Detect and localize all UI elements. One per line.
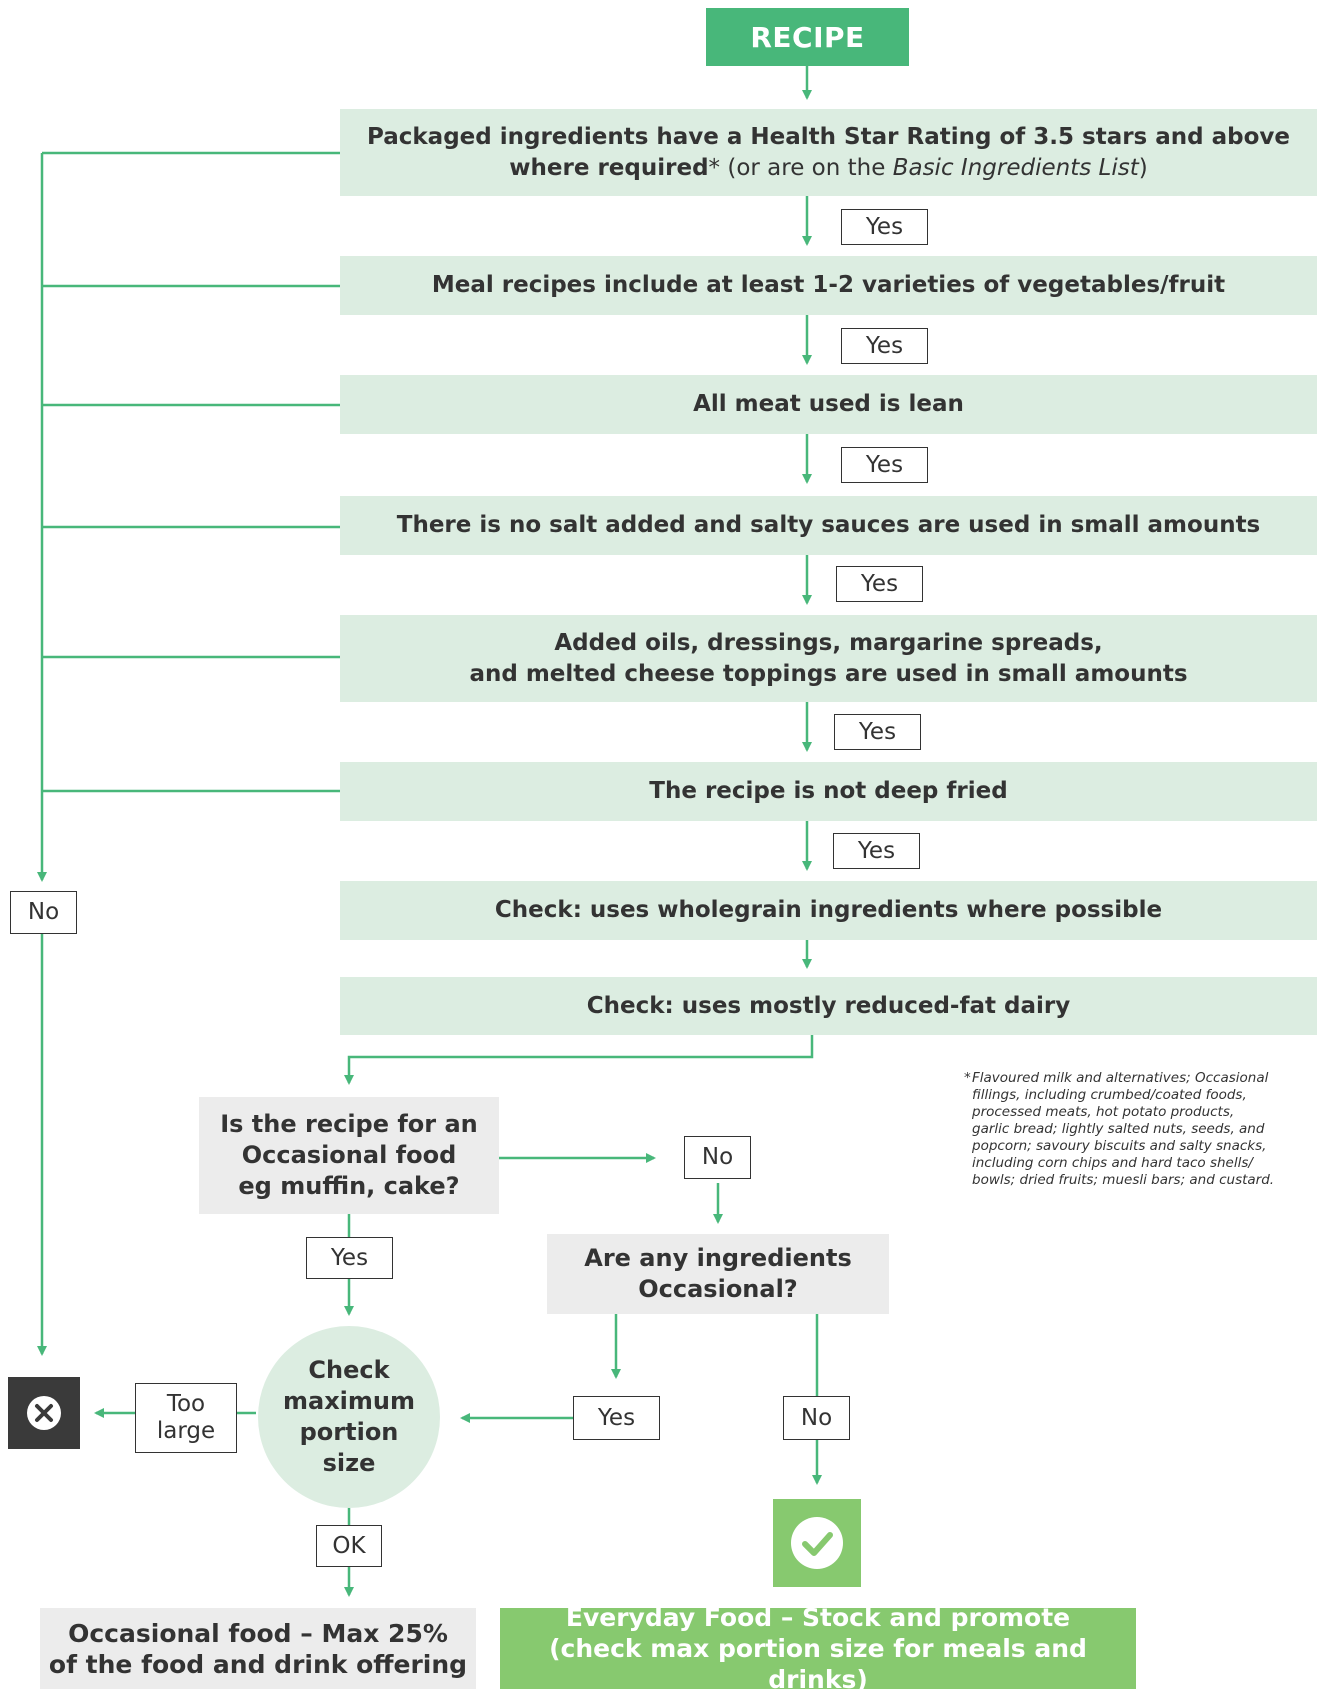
step-italic-text: Basic Ingredients List xyxy=(892,154,1139,181)
footnote-marker: * xyxy=(708,154,721,181)
no-label: No xyxy=(10,891,77,934)
footnote-line: Flavoured milk and alternatives; Occasio… xyxy=(972,1070,1269,1086)
occasional-ingredients-question: Are any ingredients Occasional? xyxy=(547,1234,889,1314)
occasional-food-question: Is the recipe for an Occasional food eg … xyxy=(199,1097,499,1214)
start-node: RECIPE xyxy=(706,8,909,66)
step-normal-text: (or are on the xyxy=(720,154,893,181)
step-oils-dressings: Added oils, dressings, margarine spreads… xyxy=(340,615,1317,702)
close-circle-icon xyxy=(27,1396,61,1430)
footnote-star: * xyxy=(964,1070,971,1086)
yes-label: Yes xyxy=(573,1396,660,1440)
check-circle-icon xyxy=(791,1517,843,1569)
label-line: Too xyxy=(166,1391,206,1417)
step-salt: There is no salt added and salty sauces … xyxy=(340,496,1317,555)
reject-box xyxy=(8,1377,80,1449)
result-everyday-food: Everyday Food – Stock and promote (check… xyxy=(500,1603,1136,1694)
label-line: large xyxy=(156,1418,216,1444)
ok-label: OK xyxy=(316,1525,382,1567)
footnote: * Flavoured milk and alternatives; Occas… xyxy=(964,1070,1312,1189)
yes-label: Yes xyxy=(841,447,928,483)
accept-box xyxy=(773,1499,861,1587)
question-line: Are any ingredients xyxy=(584,1244,852,1272)
result-line: Occasional food – Max 25% xyxy=(68,1618,448,1648)
result-line: of the food and drink offering xyxy=(48,1649,468,1679)
no-label: No xyxy=(684,1136,751,1179)
step-wholegrain: Check: uses wholegrain ingredients where… xyxy=(340,881,1317,940)
step-lean-meat: All meat used is lean xyxy=(340,375,1317,434)
question-line: Is the recipe for an xyxy=(220,1110,478,1138)
step-line: where required* (or are on the Basic Ing… xyxy=(509,153,1147,184)
portion-size-check: Check maximum portion size xyxy=(258,1326,440,1508)
yes-label: Yes xyxy=(833,833,920,869)
footnote-line: processed meats, hot potato products, xyxy=(972,1104,1235,1120)
step-bold-text: where required xyxy=(509,154,709,181)
yes-label: Yes xyxy=(834,714,921,750)
step-health-star-rating: Packaged ingredients have a Health Star … xyxy=(340,109,1317,196)
circle-line: portion xyxy=(299,1418,399,1446)
too-large-label: Too large xyxy=(135,1383,237,1453)
question-line: eg muffin, cake? xyxy=(238,1172,460,1200)
circle-line: Check xyxy=(308,1356,390,1384)
yes-label: Yes xyxy=(841,209,928,245)
footnote-line: garlic bread; lightly salted nuts, seeds… xyxy=(972,1121,1265,1137)
step-vegetables-fruit: Meal recipes include at least 1-2 variet… xyxy=(340,256,1317,315)
footnote-line: popcorn; savoury biscuits and salty snac… xyxy=(972,1138,1267,1154)
circle-line: maximum xyxy=(282,1387,415,1415)
step-line: Packaged ingredients have a Health Star … xyxy=(366,123,1290,150)
yes-label: Yes xyxy=(306,1237,393,1279)
circle-line: size xyxy=(322,1449,376,1477)
step-end-text: ) xyxy=(1138,154,1148,181)
yes-label: Yes xyxy=(836,566,923,602)
footnote-line: bowls; dried fruits; muesli bars; and cu… xyxy=(972,1172,1275,1188)
result-line: (check max portion size for meals and dr… xyxy=(549,1634,1087,1694)
yes-label: Yes xyxy=(841,328,928,364)
result-occasional-food: Occasional food – Max 25% of the food an… xyxy=(40,1608,476,1689)
step-line: and melted cheese toppings are used in s… xyxy=(469,660,1188,687)
footnote-line: including corn chips and hard taco shell… xyxy=(972,1155,1253,1171)
result-line: Everyday Food – Stock and promote xyxy=(565,1603,1071,1632)
question-line: Occasional? xyxy=(638,1275,798,1303)
step-not-deep-fried: The recipe is not deep fried xyxy=(340,762,1317,821)
question-line: Occasional food xyxy=(241,1141,457,1169)
no-label: No xyxy=(783,1396,850,1440)
step-reduced-fat-dairy: Check: uses mostly reduced-fat dairy xyxy=(340,977,1317,1035)
step-line: Added oils, dressings, margarine spreads… xyxy=(554,629,1103,656)
footnote-line: fillings, including crumbed/coated foods… xyxy=(972,1087,1247,1103)
